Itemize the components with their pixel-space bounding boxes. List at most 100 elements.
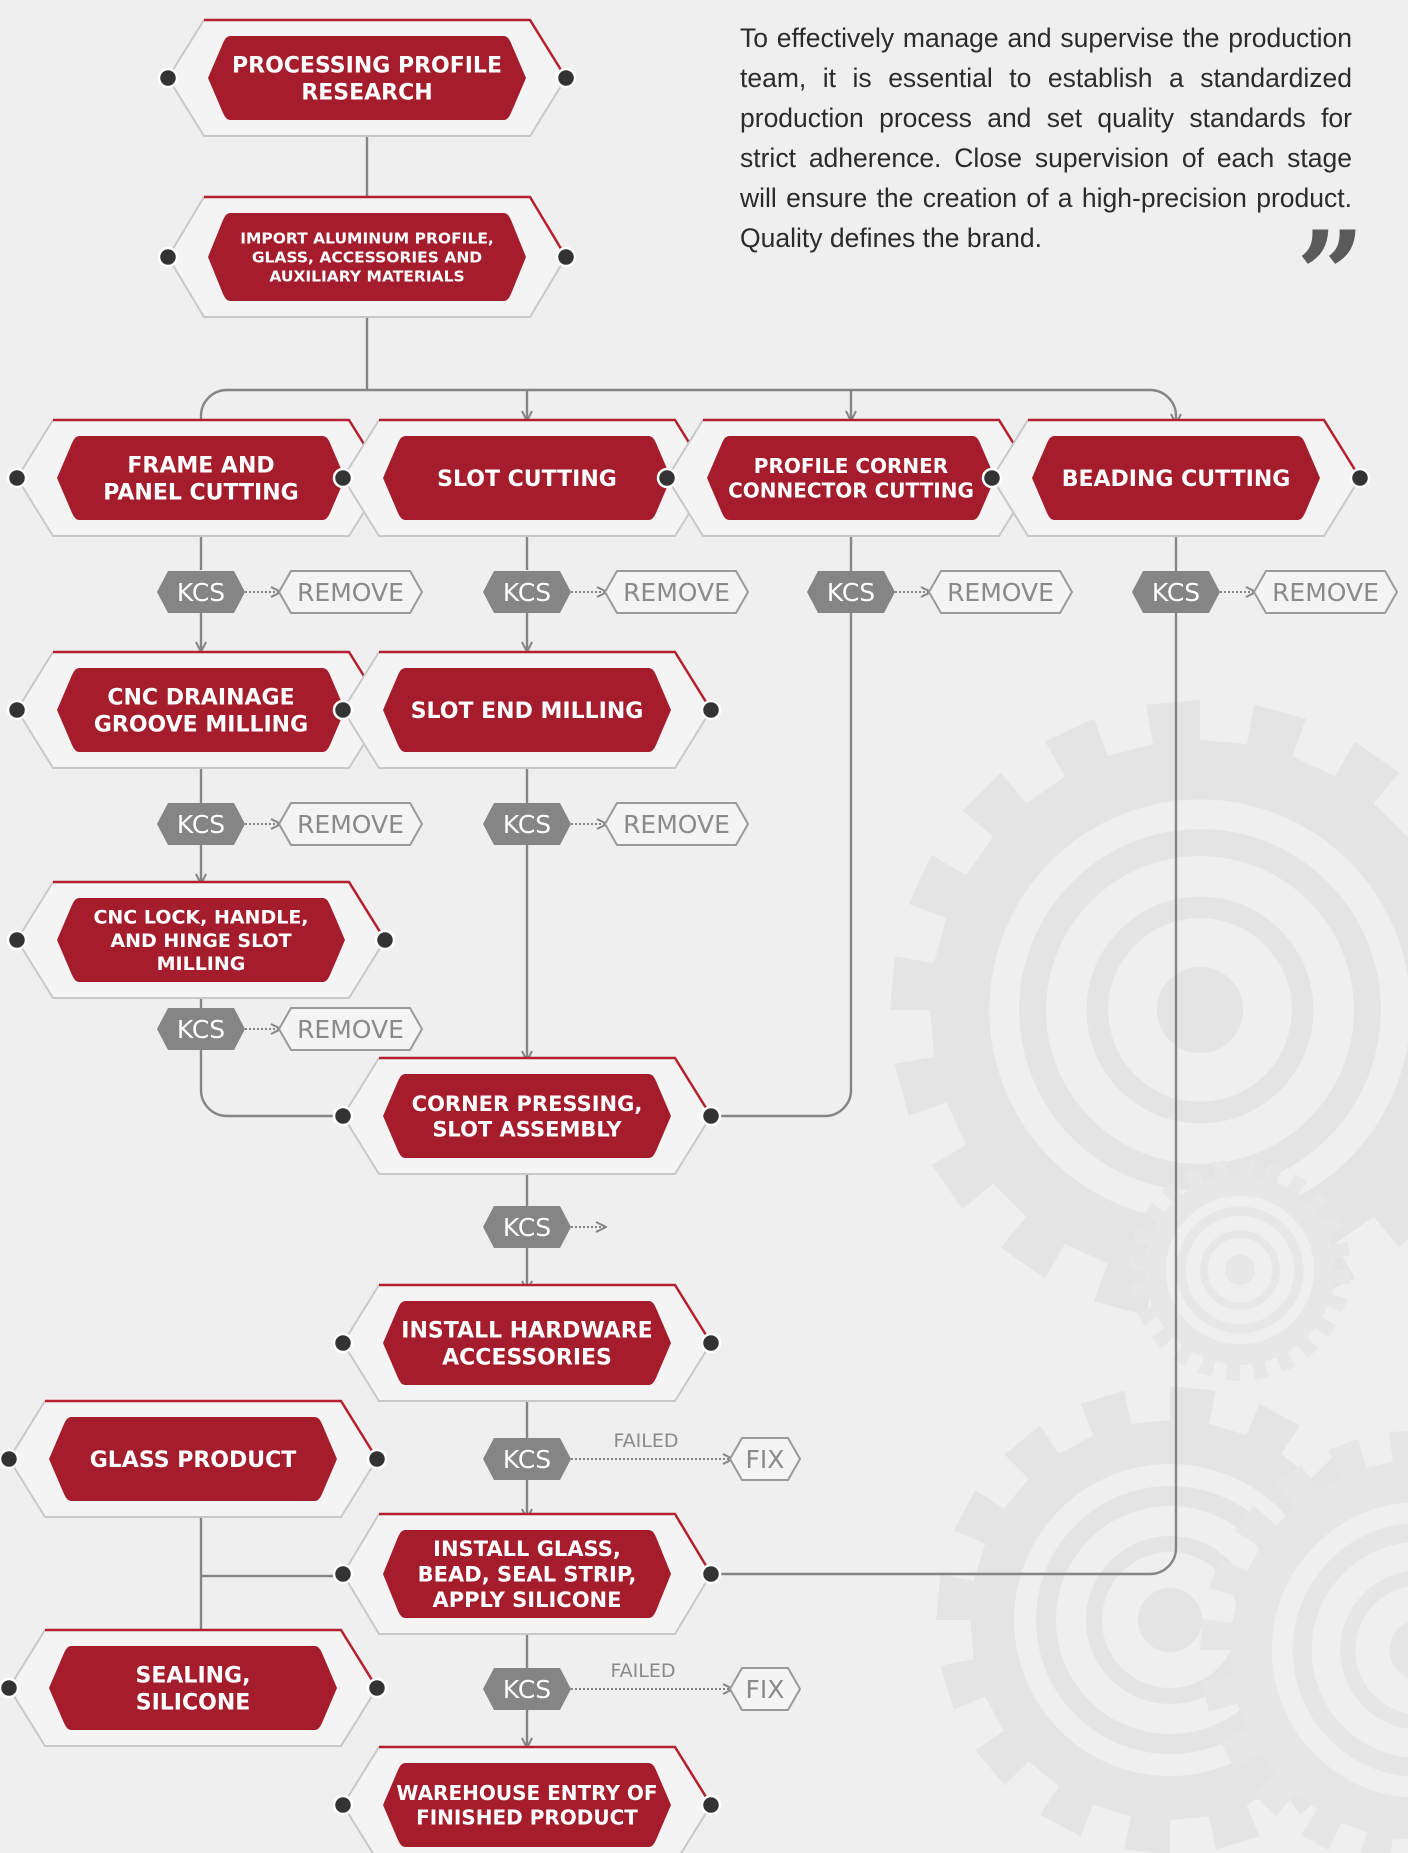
kcs-label: KCS [503, 1445, 551, 1474]
port-left-icon [332, 699, 354, 721]
tag-label: REMOVE [623, 810, 730, 839]
step-label: SEALING, [136, 1664, 251, 1689]
step-label: CORNER PRESSING, [412, 1092, 643, 1116]
port-right-icon [366, 1677, 388, 1699]
kcs-label: KCS [503, 1675, 551, 1704]
port-right-icon [555, 246, 577, 268]
step-box [57, 436, 345, 520]
step-corner-pressing: CORNER PRESSING,SLOT ASSEMBLY [332, 1056, 722, 1175]
step-label: GLASS PRODUCT [90, 1448, 297, 1473]
kcs-check-5: KCS [157, 803, 245, 845]
kcs-badge [483, 1668, 571, 1710]
step-outline-accent [1028, 418, 1362, 479]
step-box [383, 1530, 671, 1618]
kcs-label: KCS [503, 810, 551, 839]
step-label: SILICONE [136, 1690, 251, 1715]
step-outline-accent [45, 1628, 379, 1689]
port-left-icon [332, 467, 354, 489]
port-right-icon [366, 1448, 388, 1470]
port-right-icon [700, 699, 722, 721]
port-left-icon [332, 1332, 354, 1354]
kcs-badge [157, 803, 245, 845]
kcs-check-6: KCS [483, 803, 571, 845]
port-left-icon [981, 467, 1003, 489]
intro-quote: To effectively manage and supervise the … [740, 23, 1352, 253]
step-box [49, 1417, 337, 1501]
link-lock-corner [199, 1050, 353, 1116]
kcs-label: KCS [177, 810, 225, 839]
port-left-icon [332, 1794, 354, 1816]
step-slot-end-milling: SLOT END MILLING [332, 650, 722, 769]
port-left-icon [0, 1448, 20, 1470]
step-label: RESEARCH [301, 80, 432, 105]
failed-label-1: FAILED [613, 1430, 678, 1452]
tag-label: FIX [746, 1675, 785, 1704]
kcs-check-hardware: KCS [483, 1438, 571, 1480]
port-left-icon [332, 1563, 354, 1585]
step-box [49, 1646, 337, 1730]
tag-box [728, 1667, 802, 1711]
kcs-label: KCS [503, 1213, 551, 1242]
step-label: FINISHED PRODUCT [416, 1805, 638, 1829]
step-beading-cutting: BEADING CUTTING [981, 418, 1371, 537]
tag-label: REMOVE [297, 810, 404, 839]
kcs-badge [483, 803, 571, 845]
step-label: SLOT END MILLING [411, 699, 644, 724]
port-left-icon [656, 467, 678, 489]
connector-lines [201, 128, 1256, 1748]
step-outline-accent [379, 1056, 713, 1117]
link-split-beading [199, 388, 1176, 424]
port-right-icon [700, 1332, 722, 1354]
quote-mark-icon: ” [1296, 205, 1365, 346]
step-label: ACCESSORIES [442, 1345, 612, 1370]
kcs-check-1: KCS [157, 571, 245, 613]
step-outline-accent [379, 1283, 713, 1344]
step-outline-accent [379, 1745, 713, 1806]
tag-label: REMOVE [297, 578, 404, 607]
step-label: PROFILE CORNER [754, 454, 948, 478]
kcs-check-3: KCS [807, 571, 895, 613]
remove-tag-1: REMOVE [277, 570, 424, 614]
tag-box [927, 570, 1074, 614]
step-label: BEAD, SEAL STRIP, [418, 1563, 637, 1587]
kcs-label: KCS [1152, 578, 1200, 607]
step-label: CONNECTOR CUTTING [728, 478, 974, 502]
step-label: SLOT CUTTING [437, 467, 617, 492]
step-box [57, 668, 345, 752]
step-label: MILLING [157, 953, 246, 975]
step-box [1032, 436, 1320, 520]
kcs-badge [807, 571, 895, 613]
step-box [208, 36, 526, 120]
step-label: AUXILIARY MATERIALS [269, 267, 464, 285]
step-label: CNC DRAINAGE [107, 686, 294, 711]
step-outline-accent [45, 1399, 379, 1460]
remove-tag-5: REMOVE [277, 802, 424, 846]
port-left-icon [6, 929, 28, 951]
kcs-check-glass: KCS [483, 1668, 571, 1710]
step-outline-accent [379, 1512, 713, 1575]
step-label: BEADING CUTTING [1062, 467, 1291, 492]
step-box [57, 898, 345, 982]
step-label: FRAME AND [127, 454, 274, 479]
step-install-glass: INSTALL GLASS,BEAD, SEAL STRIP,APPLY SIL… [332, 1512, 722, 1635]
tag-label: REMOVE [1272, 578, 1379, 607]
step-sealing-silicone: SEALING,SILICONE [0, 1628, 388, 1747]
tag-label: REMOVE [623, 578, 730, 607]
step-outline-accent [53, 880, 387, 941]
remove-tag-6: REMOVE [603, 802, 750, 846]
port-left-icon [0, 1677, 20, 1699]
port-left-icon [157, 67, 179, 89]
kcs-badge [1132, 571, 1220, 613]
port-right-icon [700, 1105, 722, 1127]
step-label: SLOT ASSEMBLY [432, 1117, 622, 1141]
port-right-icon [555, 67, 577, 89]
step-import-materials: IMPORT ALUMINUM PROFILE,GLASS, ACCESSORI… [157, 195, 577, 318]
step-label: WAREHOUSE ENTRY OF [396, 1781, 657, 1805]
port-right-icon [1349, 467, 1371, 489]
link-connector-corner [701, 532, 853, 1116]
tag-box [277, 570, 424, 614]
